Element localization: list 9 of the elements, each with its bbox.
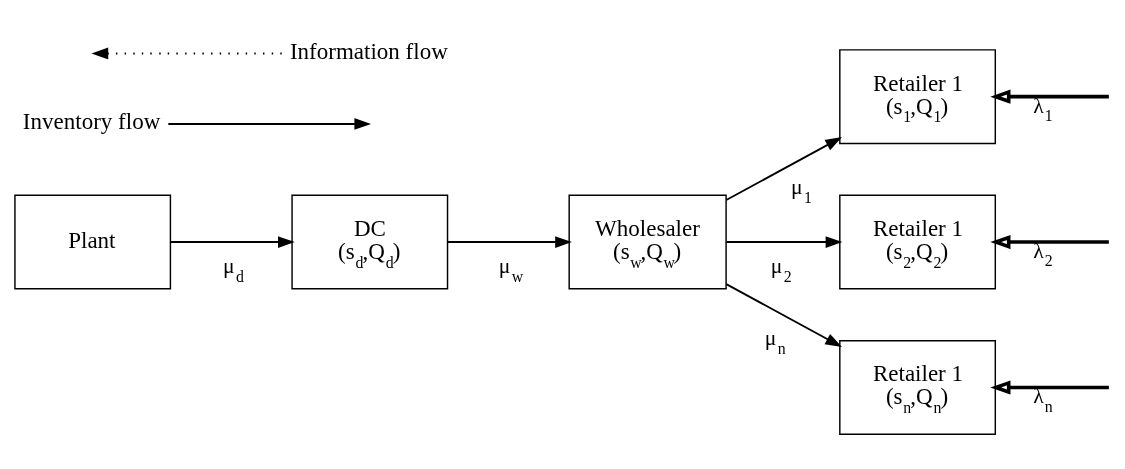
edge-label: λ$_{1}$	[1033, 93, 1053, 124]
edge-label: μ$_{d}$	[223, 254, 244, 285]
edge-label: μ$_{w}$	[498, 254, 524, 285]
legend-label: Inventory flow	[22, 108, 161, 135]
edge-label: μ$_{n}$	[764, 326, 786, 357]
edge-label: μ$_{2}$	[770, 254, 792, 285]
edge-label: μ$_{1}$	[790, 175, 812, 206]
legend-label: Information flow	[289, 37, 448, 64]
edge-label: λ$_{2}$	[1033, 238, 1053, 270]
